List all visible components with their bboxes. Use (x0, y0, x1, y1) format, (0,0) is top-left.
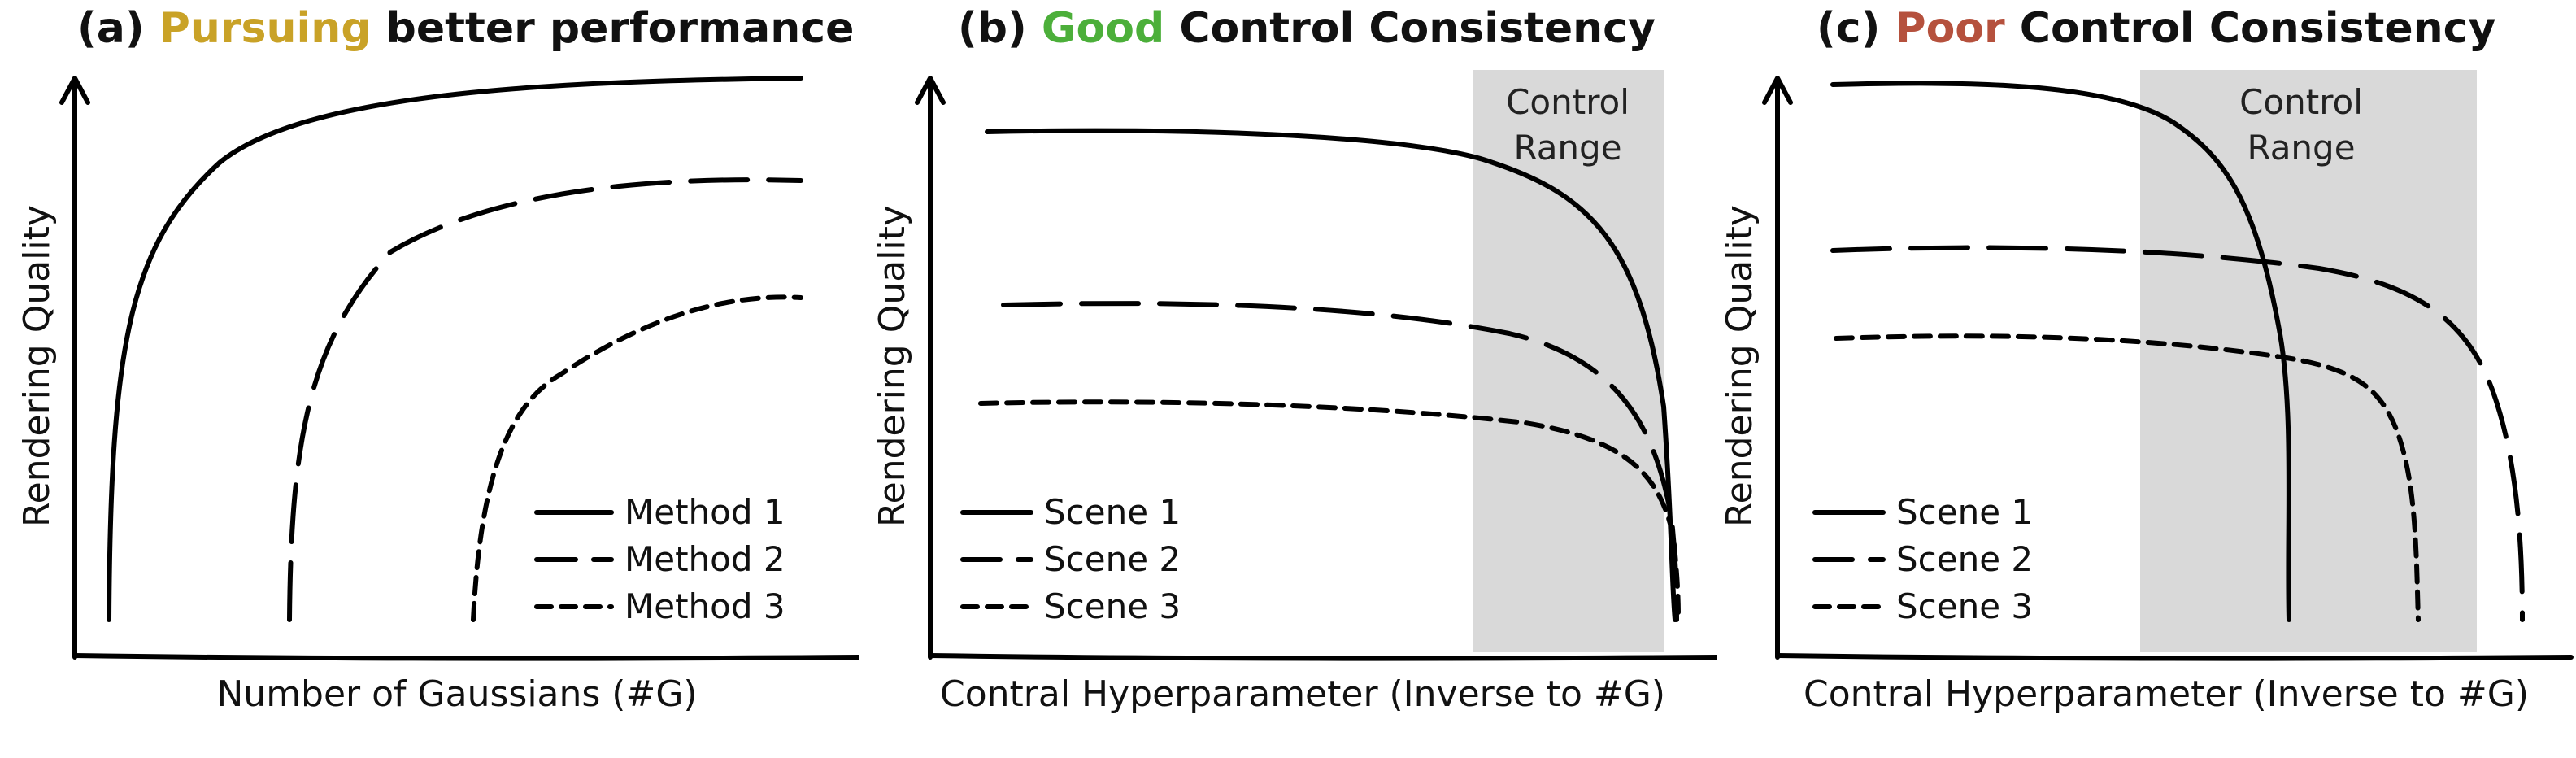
legend-label-method-1: Method 1 (624, 492, 785, 532)
panel-b-title-suffix: Control Consistency (1164, 4, 1656, 53)
control-range-label-line2: Range (1513, 128, 1621, 168)
panel-c-legend: Scene 1 Scene 2 Scene 3 (1812, 492, 2033, 626)
legend-label-scene-2: Scene 2 (1896, 539, 2033, 579)
y-axis-label: Rendering Quality (1719, 205, 1760, 527)
y-axis-label: Rendering Quality (872, 205, 913, 527)
x-axis (72, 653, 859, 661)
legend-label-scene-3: Scene 3 (1896, 586, 2033, 626)
panel-a-title-highlight: Pursuing (159, 4, 372, 53)
y-axis-arrowhead (59, 76, 90, 105)
panel-a-title: (a) Pursuing better performance (77, 4, 854, 53)
panel-b-title: (b) Good Control Consistency (958, 4, 1656, 53)
control-range-label-line2: Range (2247, 128, 2355, 168)
method-3-curve (471, 294, 803, 622)
panel-b-diagram: (b) Good Control Consistency Control Ran… (872, 4, 1717, 715)
scene-2-curve (1830, 245, 2525, 622)
scene-1-curve (1830, 81, 2291, 622)
x-axis-label: Contral Hyperparameter (Inverse to #G) (1804, 673, 2529, 715)
legend-label-scene-2: Scene 2 (1044, 539, 1181, 579)
scene-3-curve (1834, 333, 2421, 622)
panel-a-diagram: (a) Pursuing better performance Method 1… (16, 4, 859, 715)
control-range-label-line1: Control (2239, 82, 2363, 122)
y-axis-label: Rendering Quality (16, 205, 58, 527)
panel-c: (c) Poor Control Consistency Control Ran… (1717, 0, 2576, 758)
legend-label-scene-3: Scene 3 (1044, 586, 1181, 626)
panel-a: (a) Pursuing better performance Method 1… (0, 0, 859, 758)
panel-b-title-prefix: (b) (958, 4, 1042, 53)
y-axis-arrowhead (1762, 76, 1793, 105)
panel-c-diagram: (c) Poor Control Consistency Control Ran… (1719, 4, 2574, 715)
legend-label-method-3: Method 3 (624, 586, 785, 626)
x-axis (928, 653, 1717, 661)
panel-c-title-prefix: (c) (1817, 4, 1895, 53)
panel-c-title-suffix: Control Consistency (2005, 4, 2496, 53)
legend-label-method-2: Method 2 (624, 539, 785, 579)
x-axis (1775, 653, 2574, 661)
panel-b-title-highlight: Good (1042, 4, 1164, 53)
panel-a-title-prefix: (a) (77, 4, 159, 53)
control-range-label-line1: Control (1506, 82, 1630, 122)
panel-c-title: (c) Poor Control Consistency (1817, 4, 2496, 53)
y-axis-arrowhead (915, 76, 946, 105)
x-axis-label: Number of Gaussians (#G) (216, 673, 697, 715)
panel-a-legend: Method 1 Method 2 Method 3 (534, 492, 785, 626)
panel-a-title-suffix: better performance (372, 4, 855, 53)
panel-b: (b) Good Control Consistency Control Ran… (859, 0, 1717, 758)
legend-label-scene-1: Scene 1 (1896, 492, 2033, 532)
panel-b-legend: Scene 1 Scene 2 Scene 3 (960, 492, 1181, 626)
method-1-curve (107, 76, 803, 622)
scene-3-curve (978, 399, 1681, 622)
panel-c-title-highlight: Poor (1895, 4, 2005, 53)
legend-label-scene-1: Scene 1 (1044, 492, 1181, 532)
method-2-curve (287, 177, 803, 622)
scene-1-curve (985, 128, 1677, 622)
x-axis-label: Contral Hyperparameter (Inverse to #G) (940, 673, 1665, 715)
